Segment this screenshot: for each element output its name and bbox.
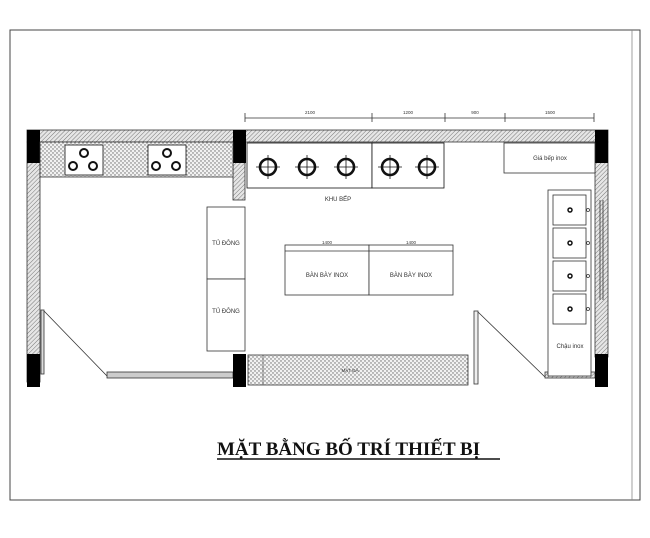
dimension-line xyxy=(244,113,595,122)
columns xyxy=(27,130,608,387)
table-label: BÀN BÀY INOX xyxy=(390,272,432,279)
table-dim: 1400 xyxy=(322,240,333,245)
plan-title: MẶT BẰNG BỐ TRÍ THIẾT BỊ xyxy=(217,438,480,460)
dim-label: 900 xyxy=(471,110,479,115)
counter-label: MẶT ĐÁ xyxy=(342,367,359,373)
stove-3-burner xyxy=(64,144,187,176)
display-tables xyxy=(284,244,454,296)
freezer-label: TỦ ĐÔNG xyxy=(212,308,240,315)
right-door xyxy=(473,310,546,385)
left-door xyxy=(40,309,108,377)
kitchen-area-label: KHU BẾP xyxy=(325,196,351,203)
table-dim: 1400 xyxy=(406,240,417,245)
cooking-range xyxy=(246,142,445,189)
freezer xyxy=(206,278,246,352)
shelf-label: Giá bếp inox xyxy=(533,156,567,162)
dim-label: 1200 xyxy=(403,110,414,115)
freezer-label: TỦ ĐÔNG xyxy=(212,240,240,247)
table-label: BÀN BÀY INOX xyxy=(306,272,348,279)
dim-label: 1500 xyxy=(545,110,556,115)
dim-label: 2100 xyxy=(305,110,316,115)
sink-label: Chậu inox xyxy=(556,344,583,350)
freezer xyxy=(206,206,246,280)
stone-counter xyxy=(247,354,469,386)
stainless-shelf xyxy=(503,142,596,174)
drawing-frame xyxy=(9,29,641,501)
sink-unit xyxy=(547,189,592,377)
